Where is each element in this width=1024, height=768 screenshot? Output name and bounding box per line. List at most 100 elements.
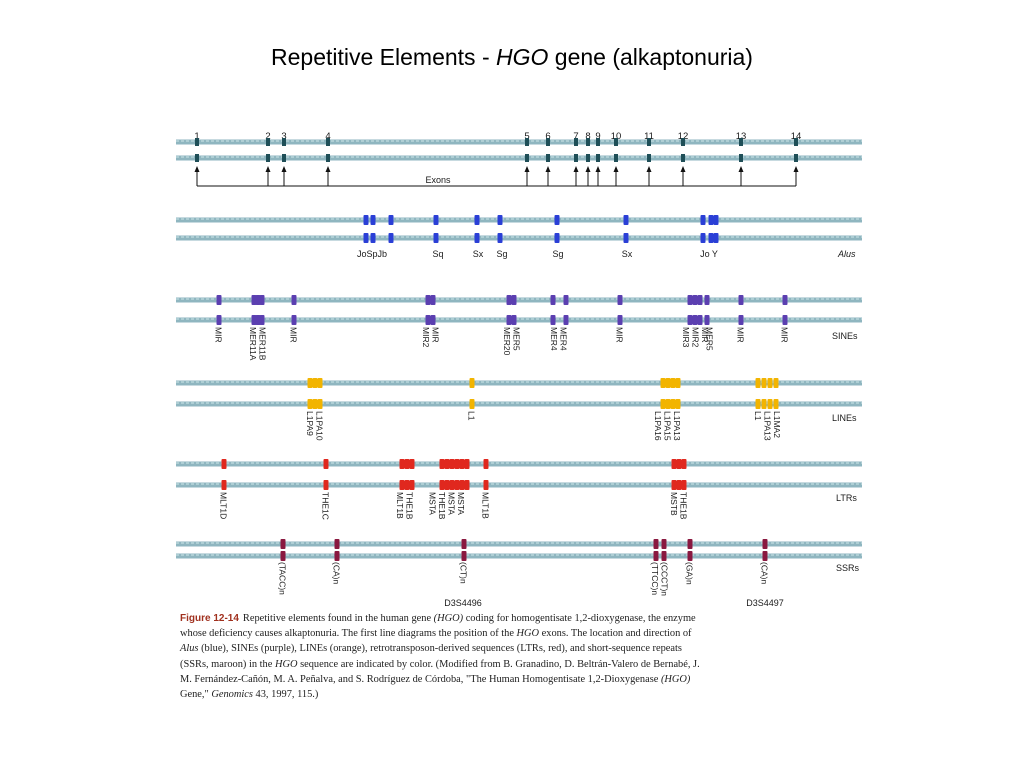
line-mark <box>307 378 313 388</box>
line-label: L1PA15 <box>663 411 673 441</box>
exon-arrowhead <box>793 166 799 172</box>
caption-body: Repetitive elements found in the human g… <box>180 613 700 700</box>
alu-mark <box>388 215 394 225</box>
line-mark <box>317 399 323 409</box>
ltr-mark <box>483 480 489 490</box>
sine-mark <box>697 295 703 305</box>
ltr-mark <box>323 459 329 469</box>
ssr-label: (GA)n <box>685 562 695 585</box>
exon-mark-bottom <box>195 154 199 162</box>
ltr-mark <box>404 459 410 469</box>
alu-label: Sg <box>552 249 563 259</box>
ssr-label: (CT)n <box>459 562 469 584</box>
sine-mark <box>251 315 257 325</box>
line-mark <box>670 399 676 409</box>
alu-label: Sq <box>432 249 443 259</box>
alu-mark <box>370 233 376 243</box>
sine-mark <box>687 315 693 325</box>
ssr-mark <box>687 551 693 561</box>
ltr-mark <box>459 459 465 469</box>
exon-mark-bottom <box>326 154 330 162</box>
line-label: L1 <box>467 411 477 421</box>
exon-number: 2 <box>265 131 270 142</box>
sine-label: MIR <box>736 327 746 343</box>
sine-mark <box>550 295 556 305</box>
ltr-mark <box>483 459 489 469</box>
exon-mark-bottom <box>614 154 618 162</box>
exon-number: 8 <box>585 131 590 142</box>
caption-segment: Repetitive elements found in the human g… <box>242 613 434 624</box>
ssrs-row-label: SSRs <box>836 563 860 573</box>
sine-label: MER11B <box>257 327 267 361</box>
exon-number: 3 <box>281 131 286 142</box>
alu-mark <box>713 233 719 243</box>
ltr-label: MSTA <box>456 492 466 515</box>
exon-arrowhead <box>680 166 686 172</box>
ltr-mark <box>439 459 445 469</box>
ltr-label: THE1C <box>321 492 331 520</box>
ltr-mark <box>399 480 405 490</box>
ltr-mark <box>464 459 470 469</box>
alu-mark <box>497 233 503 243</box>
sine-mark <box>506 315 512 325</box>
sine-mark <box>782 295 788 305</box>
sine-mark <box>259 295 265 305</box>
ltr-mark <box>459 480 465 490</box>
alu-mark <box>388 233 394 243</box>
alu-label: Sg <box>496 249 507 259</box>
alus-row-label: Alus <box>837 249 856 259</box>
sine-mark <box>425 315 431 325</box>
ltr-label: MLT1B <box>481 492 491 519</box>
alu-mark <box>363 215 369 225</box>
exon-number: 13 <box>736 131 747 142</box>
line-mark <box>670 378 676 388</box>
exon-mark-top <box>326 138 330 146</box>
exon-mark-top <box>739 138 743 146</box>
exon-mark-top <box>614 138 618 146</box>
exon-mark-top <box>266 138 270 146</box>
alu-label: Sx <box>473 249 484 259</box>
line-mark <box>665 399 671 409</box>
exon-arrowhead <box>524 166 530 172</box>
ssr-mark <box>280 539 286 549</box>
sine-mark <box>738 315 744 325</box>
ltr-mark <box>449 480 455 490</box>
exon-number: 5 <box>524 131 529 142</box>
alu-label: Sx <box>622 249 633 259</box>
sine-label: MIR2 <box>421 327 431 348</box>
exon-number: 12 <box>678 131 689 142</box>
sine-mark <box>506 295 512 305</box>
line-mark <box>755 399 761 409</box>
exon-number: 10 <box>611 131 622 142</box>
sine-label: MIR3 <box>681 327 691 348</box>
sine-label: MIR2 <box>691 327 701 348</box>
sine-mark <box>687 295 693 305</box>
ltr-label: MSTB <box>669 492 679 516</box>
alu-mark <box>700 215 706 225</box>
slide-title: Repetitive Elements - HGO gene (alkapton… <box>0 44 1024 71</box>
sine-mark <box>255 315 261 325</box>
ltr-mark <box>444 480 450 490</box>
sine-mark <box>692 315 698 325</box>
caption-segment: HGO <box>274 658 298 670</box>
sine-label: MER5 <box>511 327 521 351</box>
sine-mark <box>738 295 744 305</box>
sine-label: MER11A <box>248 327 258 361</box>
exon-mark-top <box>647 138 651 146</box>
ssr-mark <box>653 551 659 561</box>
ssr-mark <box>762 551 768 561</box>
sine-mark <box>563 315 569 325</box>
exon-mark-bottom <box>794 154 798 162</box>
alu-mark <box>623 233 629 243</box>
ltr-mark <box>221 459 227 469</box>
ltr-mark <box>671 480 677 490</box>
exon-mark-bottom <box>586 154 590 162</box>
exon-mark-top <box>586 138 590 146</box>
caption-segment: coding for homogentisate 1,2-dioxygenase… <box>180 613 696 640</box>
alu-mark <box>708 215 714 225</box>
sine-mark <box>563 295 569 305</box>
exon-arrowhead <box>545 166 551 172</box>
sine-mark <box>216 295 222 305</box>
alu-mark <box>363 233 369 243</box>
